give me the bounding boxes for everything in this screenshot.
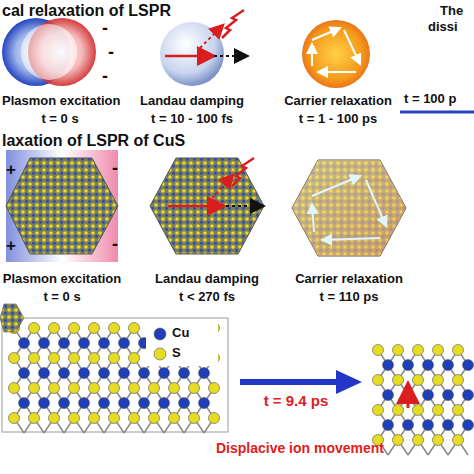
lattice-illustration <box>373 345 474 456</box>
time-label: t = 9.4 ps <box>264 392 329 409</box>
legend-swatch <box>154 348 166 360</box>
stage-name: dissi <box>428 20 458 35</box>
stage-name: Carrier relaxation <box>295 272 403 287</box>
time-label: t = 10 - 100 fs <box>151 112 233 127</box>
stage-name: The <box>440 4 463 19</box>
lattice-illustration <box>9 323 220 434</box>
charge-sign: - <box>112 158 118 179</box>
charge-sign: - <box>112 234 118 255</box>
legend-text: Cu <box>172 326 189 341</box>
charge-sign: + <box>6 236 16 256</box>
time-label: t = 110 ps <box>320 290 379 305</box>
time-label: t = 0 s <box>41 112 78 127</box>
stage-name: Landau damping <box>155 272 259 287</box>
legend-swatch <box>154 328 166 340</box>
stage-name: Plasmon excitation <box>3 272 121 287</box>
stage-name: Carrier relaxation <box>284 94 392 109</box>
charge-sign: - <box>108 42 114 63</box>
charge-sign: + <box>6 160 16 180</box>
section-heading: laxation of LSPR of CuS <box>2 132 185 150</box>
caption-note: Displacive ion movement <box>216 440 384 456</box>
section-heading: cal relaxation of LSPR <box>2 2 171 20</box>
legend-text: S <box>172 346 181 361</box>
charge-sign: - <box>102 18 108 39</box>
stage-name: Plasmon excitation <box>2 94 120 109</box>
charge-sign: - <box>102 66 108 87</box>
time-label: t = 100 p <box>404 92 456 107</box>
time-label: t = 0 s <box>43 290 80 305</box>
stage-name: Landau damping <box>140 94 244 109</box>
time-label: t = 1 - 100 ps <box>299 112 377 127</box>
time-label: t < 270 fs <box>179 290 235 305</box>
